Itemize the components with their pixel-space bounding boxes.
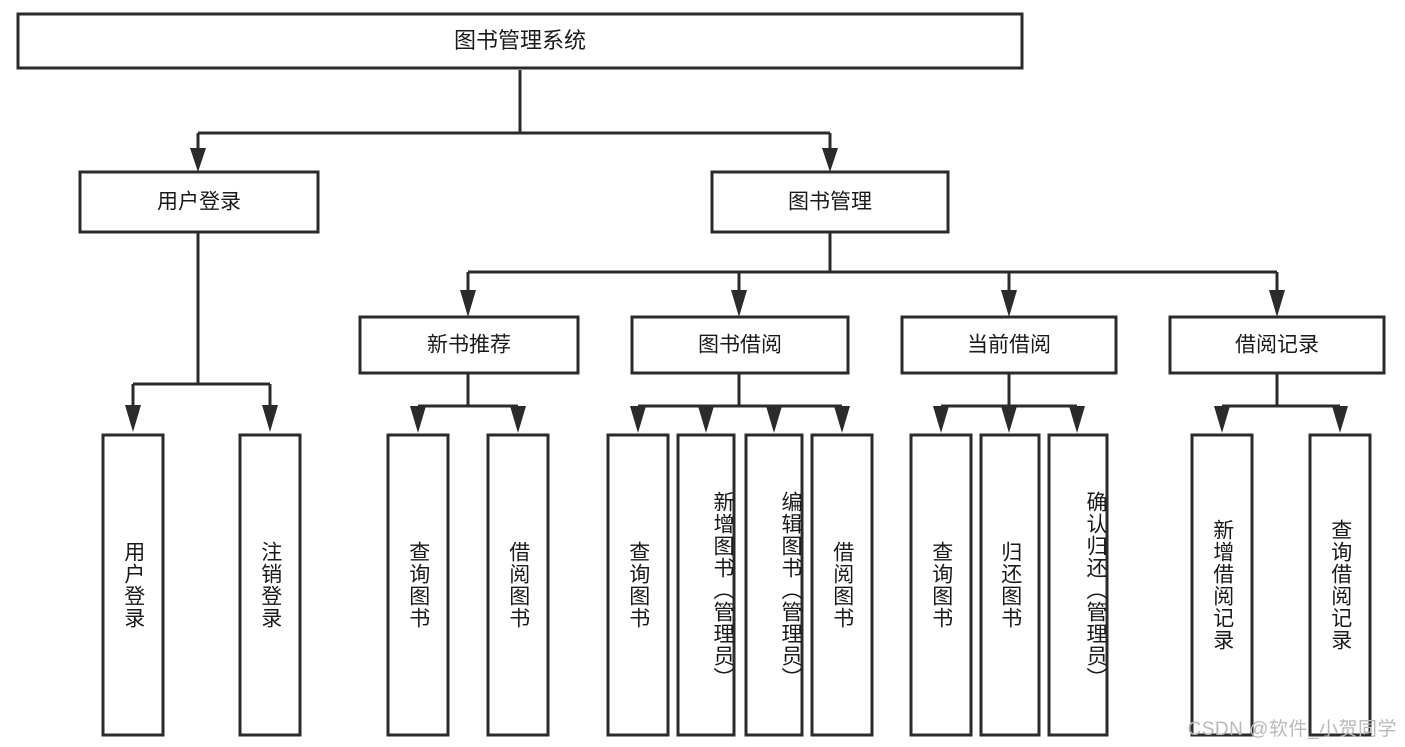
node-book-management[interactable]: 图书管理 [710, 170, 950, 234]
node-borrow-record[interactable]: 借阅记录 [1168, 315, 1386, 375]
leaf-box-query-book-1[interactable] [386, 433, 450, 737]
node-user-login-label: 用户登录 [157, 191, 241, 214]
connector-newbook-to-leaves [410, 373, 526, 433]
node-book-borrow[interactable]: 图书借阅 [630, 315, 850, 375]
node-root[interactable]: 图书管理系统 [16, 12, 1024, 70]
node-current-borrow[interactable]: 当前借阅 [900, 315, 1118, 375]
node-current-borrow-label: 当前借阅 [967, 334, 1051, 357]
connector-userlogin-to-leaves [125, 232, 278, 432]
leaf-box-confirm-return[interactable] [1047, 433, 1109, 737]
node-new-book-recommend[interactable]: 新书推荐 [358, 315, 580, 375]
csdn-watermark: CSDN @软件_小贺同学 [1187, 719, 1397, 740]
leaf-box-edit-book-admin[interactable] [744, 433, 804, 737]
node-book-borrow-label: 图书借阅 [698, 334, 782, 357]
node-book-management-label: 图书管理 [788, 191, 872, 214]
node-root-label: 图书管理系统 [454, 28, 586, 53]
connector-bookmgmt-to-level3 [460, 232, 1285, 317]
leaf-box-query-borrow-record[interactable] [1308, 433, 1372, 737]
leaf-box-user-login[interactable] [101, 433, 165, 737]
connector-currentborrow-to-leaves [933, 373, 1085, 433]
leaf-box-borrow-book-1[interactable] [486, 433, 550, 737]
leaf-box-logout[interactable] [238, 433, 302, 737]
connector-borrowrecord-to-leaves [1214, 373, 1348, 433]
leaf-box-query-book-2[interactable] [606, 433, 670, 737]
leaf-box-borrow-book-2[interactable] [810, 433, 874, 737]
node-user-login[interactable]: 用户登录 [78, 170, 320, 234]
leaf-box-add-borrow-record[interactable] [1190, 433, 1254, 737]
node-borrow-record-label: 借阅记录 [1235, 334, 1319, 357]
connector-root-to-level2 [190, 70, 838, 172]
leaf-box-return-book[interactable] [979, 433, 1041, 737]
leaf-box-add-book-admin[interactable] [676, 433, 736, 737]
node-new-book-recommend-label: 新书推荐 [427, 334, 511, 357]
leaf-box-query-book-3[interactable] [909, 433, 973, 737]
connector-borrowbook-to-leaves [630, 373, 850, 433]
leaf-boxes [101, 433, 1372, 737]
